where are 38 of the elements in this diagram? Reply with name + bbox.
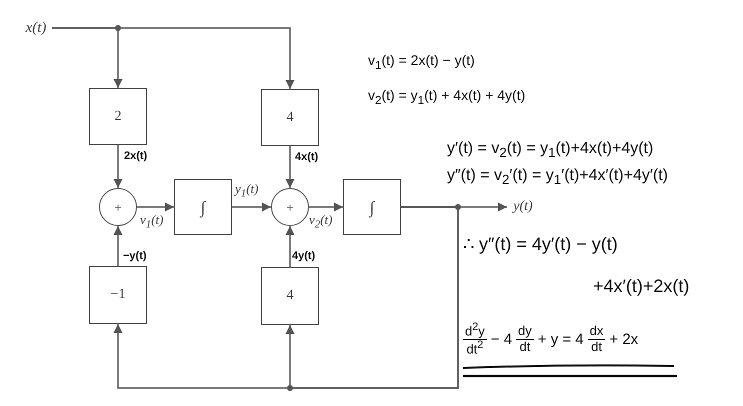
gain-block: 2 xyxy=(89,88,147,145)
equation-text: + 2x xyxy=(609,330,638,348)
gain-block: −1 xyxy=(89,266,147,324)
equation-text: − 4 xyxy=(490,330,512,348)
fraction-numerator: dy xyxy=(516,324,534,340)
arrow xyxy=(286,206,459,389)
fraction-numerator: d$^{2}$y xyxy=(463,322,487,340)
edge-label: 2x(t) xyxy=(124,150,148,162)
arrow xyxy=(137,202,174,212)
fraction-denominator: dt$^{2}$ xyxy=(465,340,484,356)
arrow xyxy=(114,226,122,266)
equation-text: + y = 4 xyxy=(538,330,584,348)
equation-text: v$_{2}$(t) = y$_{1}$(t) + 4x(t) + 4y(t) xyxy=(368,88,526,108)
edge-label: −y(t) xyxy=(123,250,147,262)
equation-text: v$_{1}$(t) = 2x(t) − y(t) xyxy=(368,53,475,73)
equation-text: y′(t) = v$_{2}$(t) = y$_{1}$(t)+4x(t)+4y(t) xyxy=(447,140,654,161)
gain-block: 4 xyxy=(261,267,319,325)
arrow xyxy=(286,226,294,267)
integrator-block: ∫ xyxy=(174,179,232,235)
equation-text: +4x′(t)+2x(t) xyxy=(593,277,690,297)
input-signal-label: x(t) xyxy=(20,19,52,37)
fraction-denominator: dt xyxy=(590,340,603,354)
output-signal-label: y(t) xyxy=(507,198,539,216)
summing-junction: + xyxy=(99,188,137,226)
edge-label: 4y(t) xyxy=(292,250,316,262)
summing-junction: + xyxy=(271,188,309,226)
arrow xyxy=(232,202,271,212)
fraction-numerator: dx xyxy=(588,324,606,340)
edge-label: 4x(t) xyxy=(295,151,318,164)
arrow xyxy=(286,146,294,188)
equation-text: ∴ y″(t) = 4y′(t) − y(t) xyxy=(463,235,618,255)
arrow xyxy=(309,202,343,212)
fraction-denominator: dt xyxy=(518,340,532,354)
arrow xyxy=(114,145,122,188)
arrow xyxy=(52,27,294,89)
equation-text: y″(t) = v$_{2}$′(t) = y$_{1}$′(t)+4x′(t)+4y′(t) xyxy=(447,167,668,188)
gain-block: 4 xyxy=(261,89,319,146)
integrator-block: ∫ xyxy=(343,179,401,235)
